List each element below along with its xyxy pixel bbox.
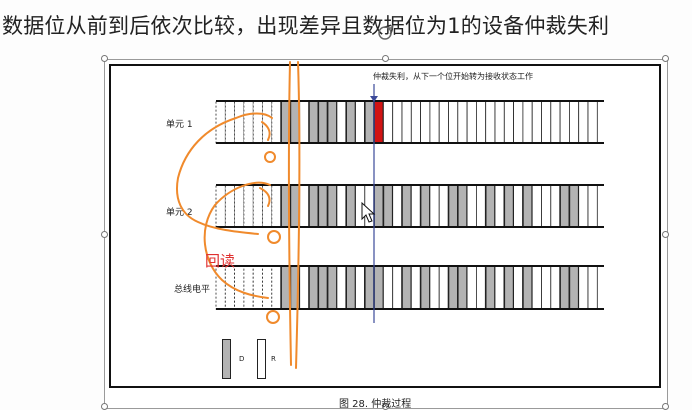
pen-vertical-line-1 (287, 61, 292, 366)
arbitration-annotation: 仲裁失利，从下一个位开始转为接收状态工作 (373, 72, 533, 81)
figure-caption: 图 28. 仲裁过程 (339, 399, 412, 410)
resize-handle-left[interactable] (101, 231, 108, 238)
resize-handle-right[interactable] (662, 231, 669, 238)
pen-dot-2 (267, 230, 281, 244)
pen-dot-1 (264, 151, 276, 163)
pen-arrow-top (261, 121, 271, 141)
row-label-unit1: 单元 1 (166, 120, 193, 130)
row-label-unit2: 单元 2 (166, 208, 193, 218)
slide-headline: 数据位从前到后依次比较，出现差异且数据位为1的设备仲裁失利 (2, 14, 610, 38)
pen-dot-3 (266, 310, 280, 324)
resize-handle-top[interactable] (382, 55, 389, 62)
resize-handle-top-left[interactable] (101, 55, 108, 62)
arbitration-marker-arrow (370, 96, 378, 102)
handwritten-readback-note: 回读 (205, 252, 236, 270)
pen-arc-top (176, 112, 273, 235)
resize-handle-top-right[interactable] (662, 55, 669, 62)
pen-arrow-bottom (259, 187, 271, 207)
pen-vertical-line-2 (295, 61, 301, 369)
legend-recessive-swatch (257, 339, 266, 379)
legend-recessive-label: R (271, 355, 276, 363)
legend-dominant-label: D (239, 355, 245, 363)
legend-dominant-swatch (222, 339, 231, 379)
row-label-bus: 总线电平 (174, 285, 211, 295)
pen-arc-bottom (203, 181, 271, 299)
